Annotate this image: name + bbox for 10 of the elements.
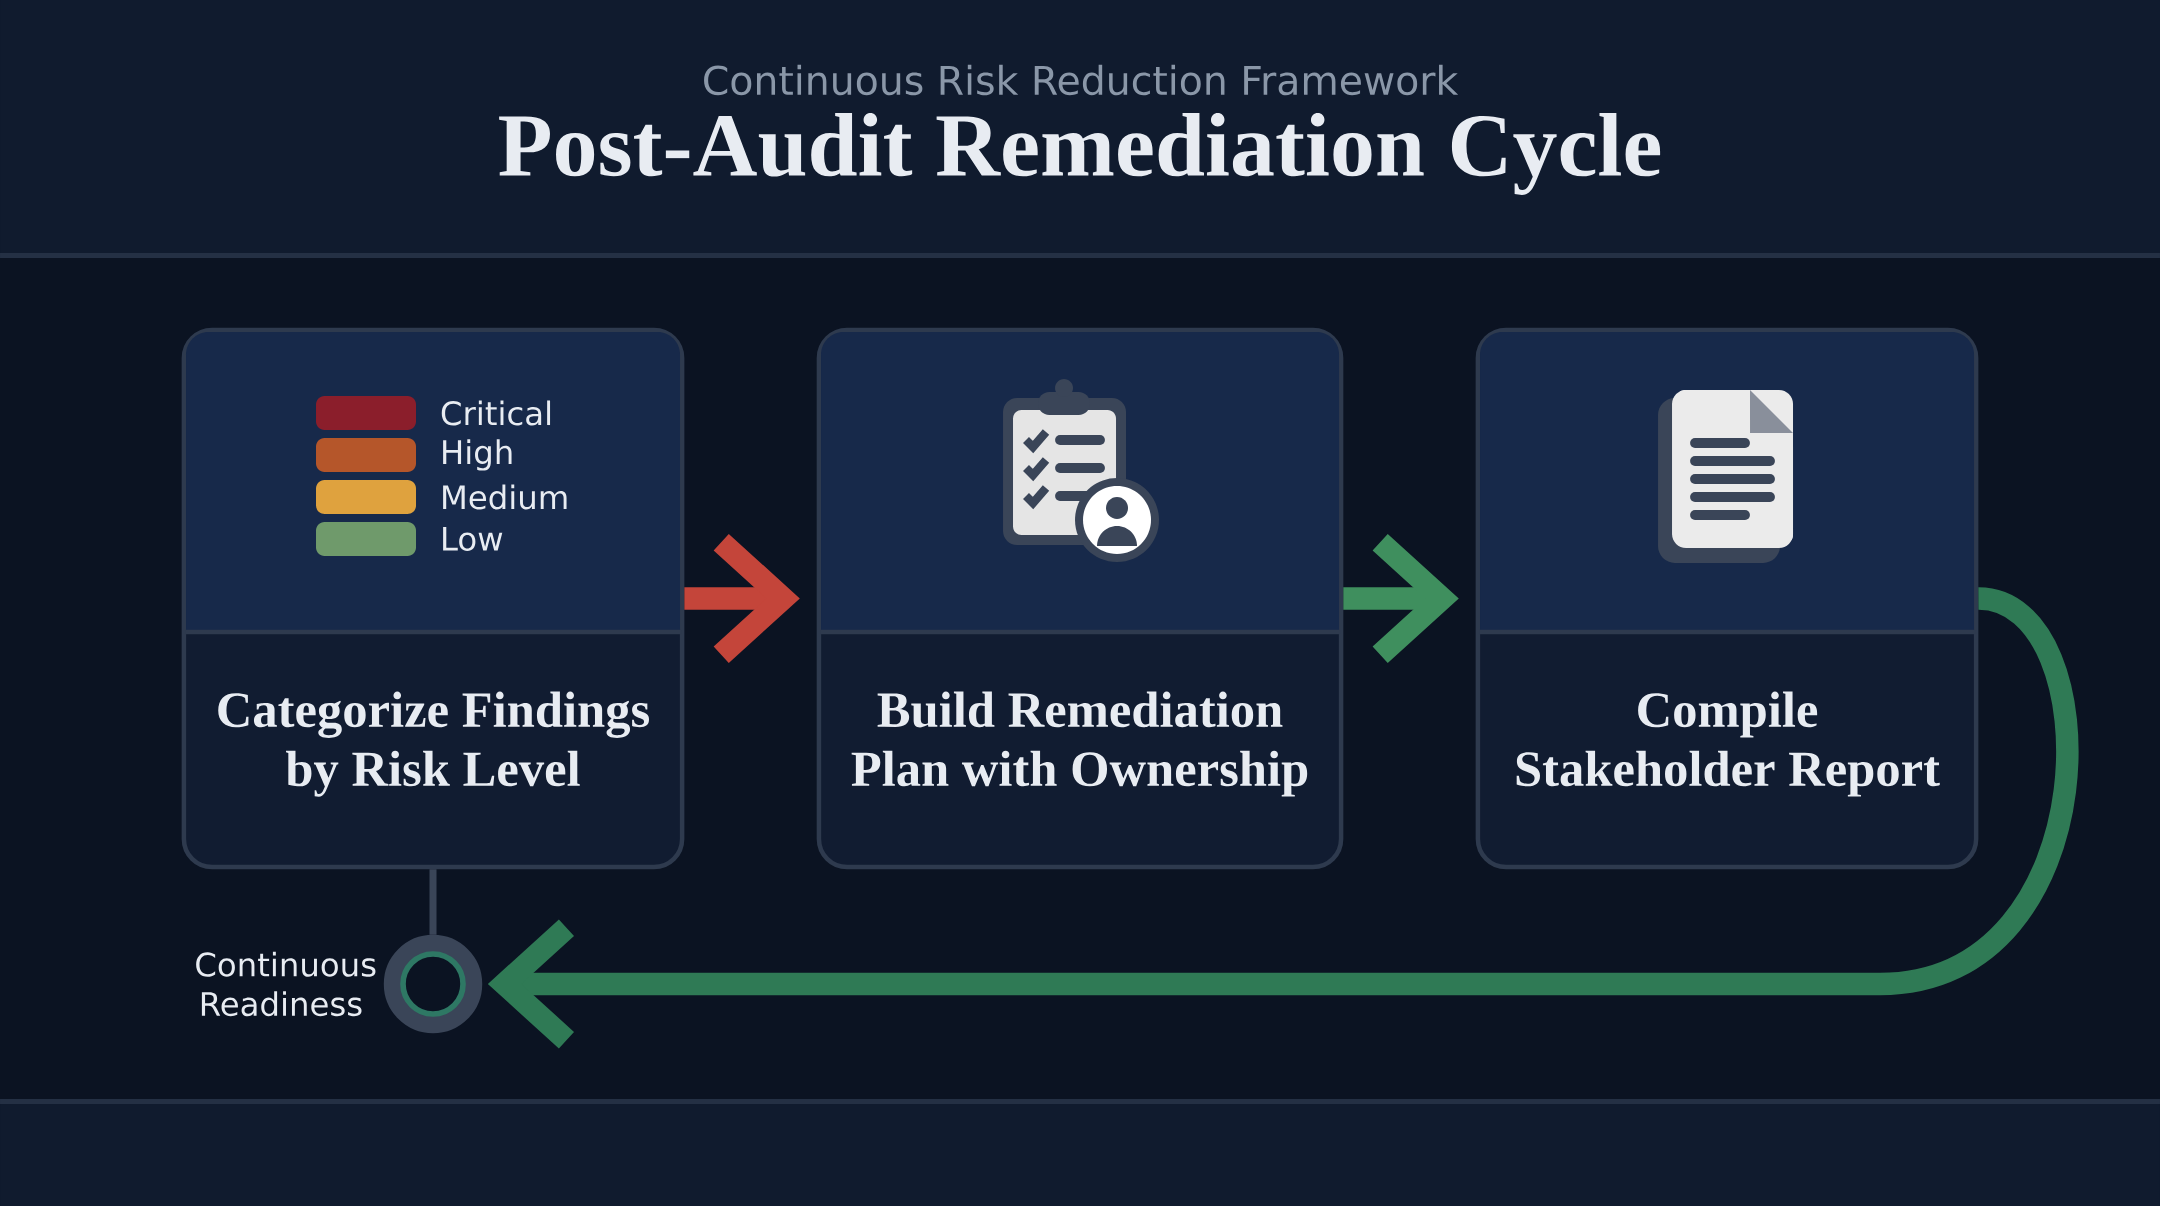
process-card: Compile Stakeholder Report xyxy=(1475,327,1979,870)
title: Post-Audit Remediation Cycle xyxy=(499,113,1661,195)
circle-node xyxy=(383,934,483,1034)
legend-label: High xyxy=(443,439,512,471)
subtitle: Continuous Risk Reduction Framework xyxy=(704,64,1459,96)
process-card: Build Remediation Plan with Ownership xyxy=(816,327,1344,870)
node-caption: Continuous Readiness xyxy=(196,951,376,1017)
legend-label: Medium xyxy=(443,484,567,510)
legend-label: Critical xyxy=(441,400,551,426)
legend-label: Low xyxy=(443,527,503,551)
